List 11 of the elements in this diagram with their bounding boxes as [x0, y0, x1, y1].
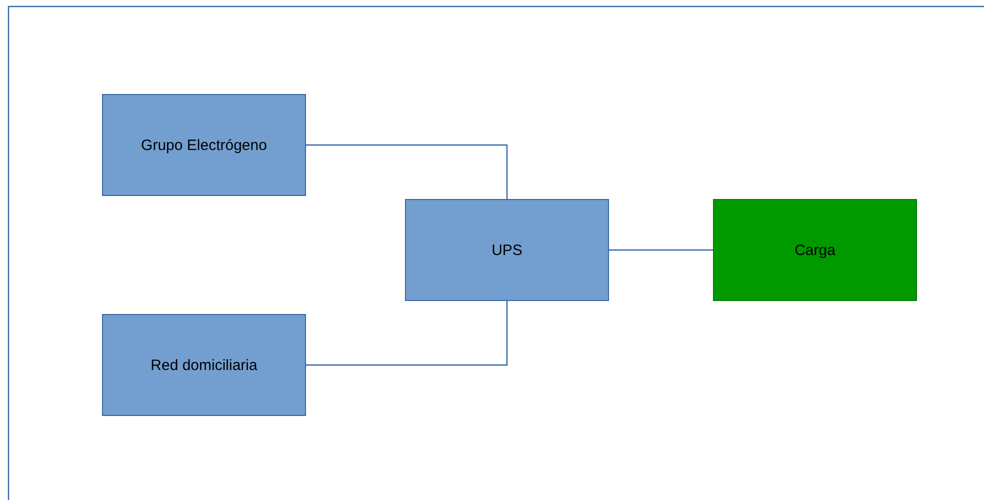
box-label: Grupo Electrógeno [141, 136, 267, 154]
connector-line [306, 144, 508, 199]
process-box [102, 94, 306, 196]
box-label: UPS [492, 242, 522, 258]
box-label: Red domiciliaria [150, 356, 258, 374]
connector-line [609, 249, 713, 251]
process-box [405, 199, 609, 301]
connector-line [306, 301, 508, 366]
process-box [713, 199, 917, 301]
process-box [102, 314, 306, 416]
box-label: Carga [794, 242, 836, 258]
